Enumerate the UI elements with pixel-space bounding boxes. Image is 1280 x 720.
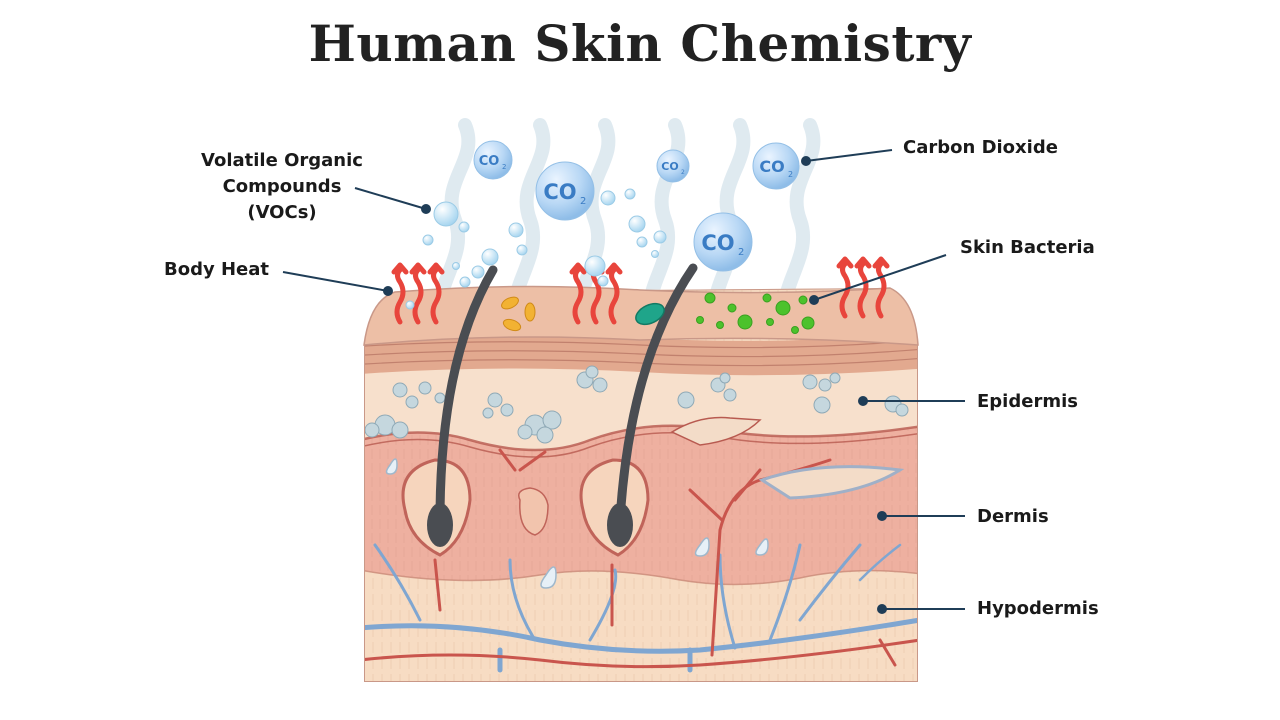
svg-text:CO: CO xyxy=(701,231,734,255)
svg-text:2: 2 xyxy=(502,163,506,171)
sweat-glands xyxy=(385,458,769,589)
svg-text:CO: CO xyxy=(479,154,500,169)
svg-text:2: 2 xyxy=(738,247,744,258)
co2-molecule: CO 2 xyxy=(752,142,800,190)
label-skin-bacteria: Skin Bacteria xyxy=(960,237,1095,258)
leader-lines xyxy=(282,149,965,614)
co2-molecule: CO 2 xyxy=(656,149,690,183)
label-vocs: Volatile Organic Compounds (VOCs) xyxy=(201,150,363,223)
svg-text:2: 2 xyxy=(681,169,685,176)
svg-text:CO: CO xyxy=(661,160,678,173)
veins xyxy=(364,543,918,673)
voc-bubbles xyxy=(405,188,667,310)
hair-shafts xyxy=(435,263,698,525)
co2-molecule: CO 2 xyxy=(693,212,753,272)
label-epidermis: Epidermis xyxy=(977,391,1078,412)
teal-bacterium xyxy=(635,302,665,326)
co2-molecule: CO 2 xyxy=(535,161,595,221)
label-body-heat: Body Heat xyxy=(164,259,269,280)
svg-text:CO: CO xyxy=(543,180,576,204)
label-hypodermis: Hypodermis xyxy=(977,598,1099,619)
co2-molecules: CO 2 CO 2 CO 2 CO 2 CO 2 xyxy=(473,140,800,272)
heat-arrows xyxy=(391,256,890,325)
label-dermis: Dermis xyxy=(977,506,1049,527)
label-carbon-dioxide: Carbon Dioxide xyxy=(903,137,1058,158)
skin-layers xyxy=(364,288,918,682)
svg-text:2: 2 xyxy=(788,170,793,179)
page-title: Human Skin Chemistry xyxy=(308,14,972,73)
co2-molecule: CO 2 xyxy=(473,140,513,180)
yellow-bacteria xyxy=(501,296,536,332)
svg-text:CO: CO xyxy=(759,157,784,176)
svg-text:2: 2 xyxy=(580,196,586,207)
green-bacteria xyxy=(696,292,815,334)
